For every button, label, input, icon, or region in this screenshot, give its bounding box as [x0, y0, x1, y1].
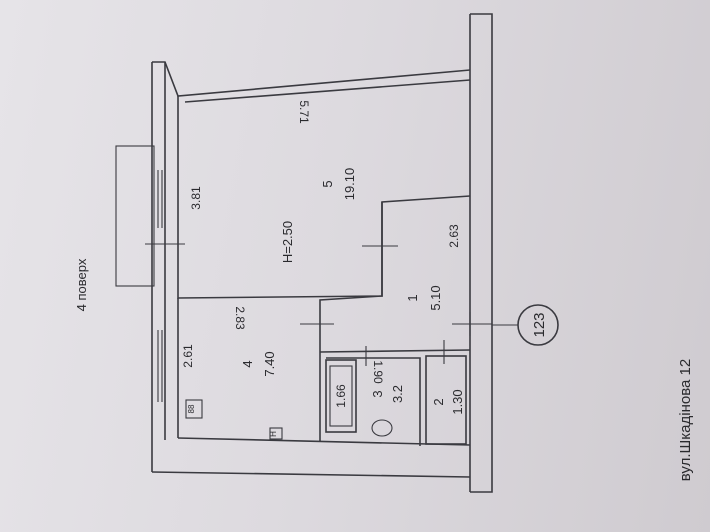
room-4-number: 4: [240, 360, 255, 367]
exterior-wall-bottom-outer: [151, 471, 471, 478]
balcony: [115, 145, 185, 402]
room-5-number: 5: [320, 180, 335, 187]
exterior-wall-bottom-inner: [177, 437, 471, 446]
apartment-number: 123: [531, 312, 548, 337]
room-3-wall-right: [326, 357, 421, 446]
room-1: [300, 202, 492, 352]
heater-symbol: H: [269, 431, 278, 437]
ceiling-height: H=2.50: [280, 221, 295, 263]
room-2-number: 2: [431, 398, 446, 405]
room-2-walls: [425, 355, 467, 445]
stove-symbol: 88: [187, 404, 196, 413]
exterior-wall-top: [152, 61, 471, 97]
toilet-icon: [371, 419, 393, 437]
room-2: [425, 340, 467, 445]
room-5-area: 19.10: [342, 168, 357, 201]
room-5-walls: [177, 96, 471, 299]
room-3: [319, 346, 471, 446]
dimension-2-83: 2.83: [233, 306, 247, 330]
dimension-1-90: 1.90: [371, 360, 385, 384]
room-3-number: 3: [370, 390, 385, 397]
interior-wall-top-inner: [184, 79, 471, 103]
balcony-outline: [115, 145, 155, 287]
bathtub-icon: [325, 359, 357, 433]
stove-icon: [185, 399, 203, 419]
room-4: [177, 298, 321, 442]
street-label: вул.Шкадінова 12: [677, 359, 694, 481]
room-1-area: 5.10: [428, 285, 443, 310]
exterior-wall-right-outer: [470, 13, 493, 493]
dimension-1-66: 1.66: [334, 384, 348, 408]
heater-icon: [269, 427, 283, 440]
bathtub-inner-icon: [329, 365, 353, 427]
room-5: [177, 96, 471, 299]
floor-label: 4 поверх: [74, 258, 89, 311]
room-3-wall-top: [319, 349, 471, 353]
room-1-number: 1: [405, 294, 420, 301]
dimension-5-71: 5.71: [297, 100, 311, 124]
dimension-3-81: 3.81: [189, 186, 203, 210]
exterior-walls: [151, 13, 493, 493]
room-1-walls: [319, 202, 383, 352]
room-4-area: 7.40: [262, 351, 277, 376]
room-3-area: 3.2: [390, 385, 405, 403]
dimension-2-63: 2.63: [447, 224, 461, 248]
room-2-area: 1.30: [450, 389, 465, 414]
dimension-2-61: 2.61: [181, 344, 195, 368]
